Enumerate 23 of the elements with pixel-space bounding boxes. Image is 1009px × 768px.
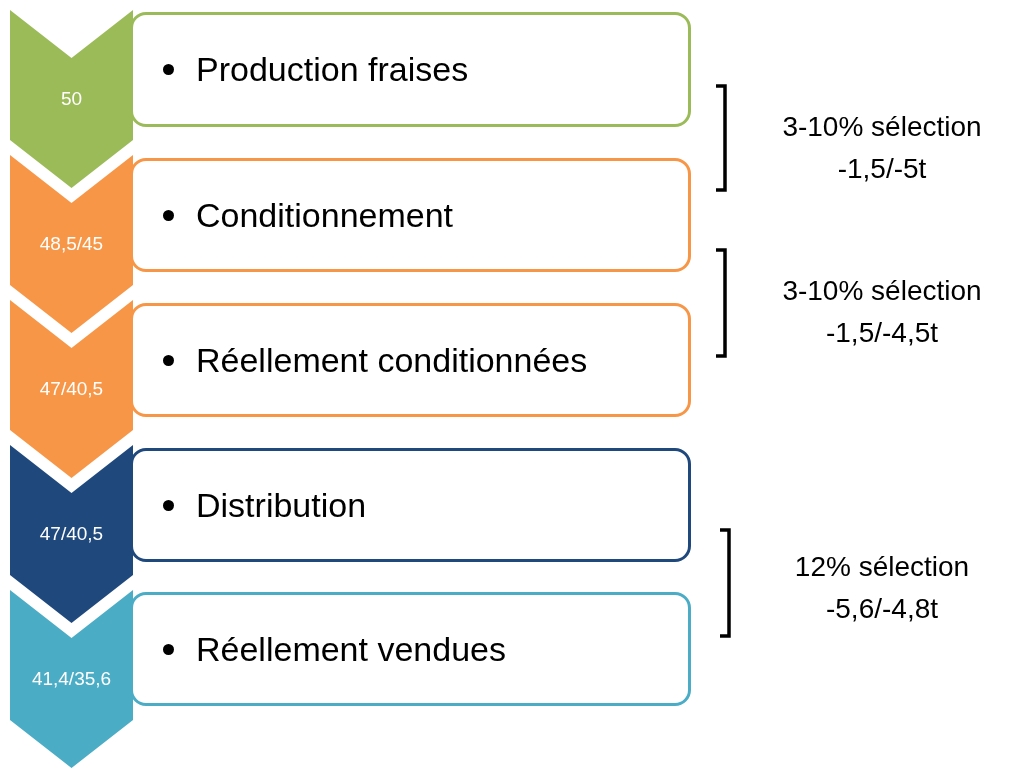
step-value: 48,5/45 [39, 233, 104, 255]
step-box [130, 303, 691, 417]
step-box [130, 592, 691, 706]
step-box [130, 12, 691, 127]
step-banner [10, 445, 133, 623]
step-box [130, 158, 691, 272]
step-label: Production fraises [196, 50, 469, 89]
step-banner [10, 155, 133, 333]
step-box [130, 448, 691, 562]
step-banner [10, 300, 133, 478]
step-value: 47/40,5 [39, 523, 104, 545]
step-value: 41,4/35,6 [31, 668, 112, 690]
step-banner [10, 590, 133, 768]
step-banner [10, 10, 133, 188]
step-label: Conditionnement [196, 195, 454, 235]
step-label: Réellement conditionnées [196, 340, 588, 380]
bracket-note: 3-10% sélection -1,5/-4,5t [781, 274, 983, 350]
step-value: 50 [60, 88, 83, 110]
bracket-note: 12% sélection -5,6/-4,8t [793, 550, 971, 626]
step-value: 47/40,5 [39, 378, 104, 400]
step-label: Distribution [196, 485, 367, 525]
bracket-note: 3-10% sélection -1,5/-5t [781, 110, 983, 186]
step-label: Réellement vendues [196, 629, 506, 669]
